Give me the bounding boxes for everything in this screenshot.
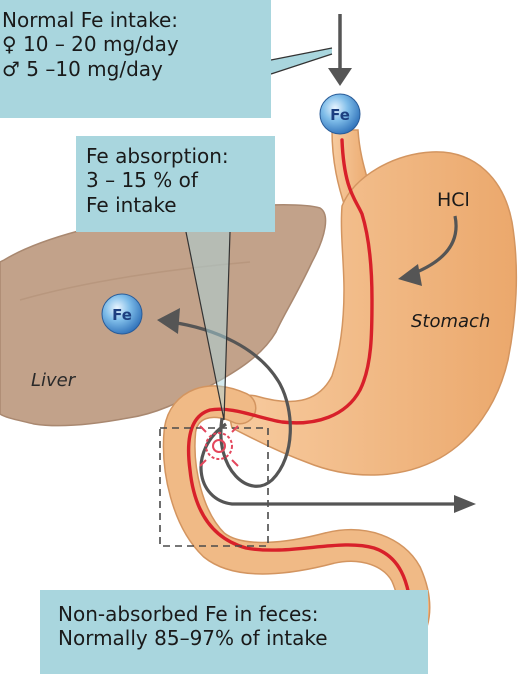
liver-shape <box>0 205 326 426</box>
intake-title: Normal Fe intake: <box>2 8 271 32</box>
absorption-callout: Fe absorption: 3 – 15 % of Fe intake <box>76 136 275 232</box>
absorption-line-1: Fe absorption: <box>86 144 275 168</box>
intake-female: ♀ 10 – 20 mg/day <box>2 32 271 56</box>
fe-ball-liver-label: Fe <box>112 306 132 324</box>
absorption-site-icon <box>200 426 238 466</box>
absorption-line-2: 3 – 15 % of <box>86 168 275 192</box>
hcl-label: HCl <box>437 189 470 211</box>
intake-arrowhead <box>328 68 352 86</box>
fe-ball-top-label: Fe <box>330 106 350 124</box>
intake-male: ♂ 5 –10 mg/day <box>2 57 271 81</box>
absorption-line-3: Fe intake <box>86 193 275 217</box>
feces-line-2: Normally 85–97% of intake <box>58 626 428 650</box>
liver-label: Liver <box>31 370 75 391</box>
intake-callout-pointer <box>271 48 332 74</box>
stomach-label: Stomach <box>411 311 490 332</box>
body-arrowhead <box>454 495 476 513</box>
intake-callout: Normal Fe intake: ♀ 10 – 20 mg/day ♂ 5 –… <box>0 0 271 118</box>
feces-callout: Non-absorbed Fe in feces: Normally 85–97… <box>40 590 428 674</box>
feces-line-1: Non-absorbed Fe in feces: <box>58 602 428 626</box>
